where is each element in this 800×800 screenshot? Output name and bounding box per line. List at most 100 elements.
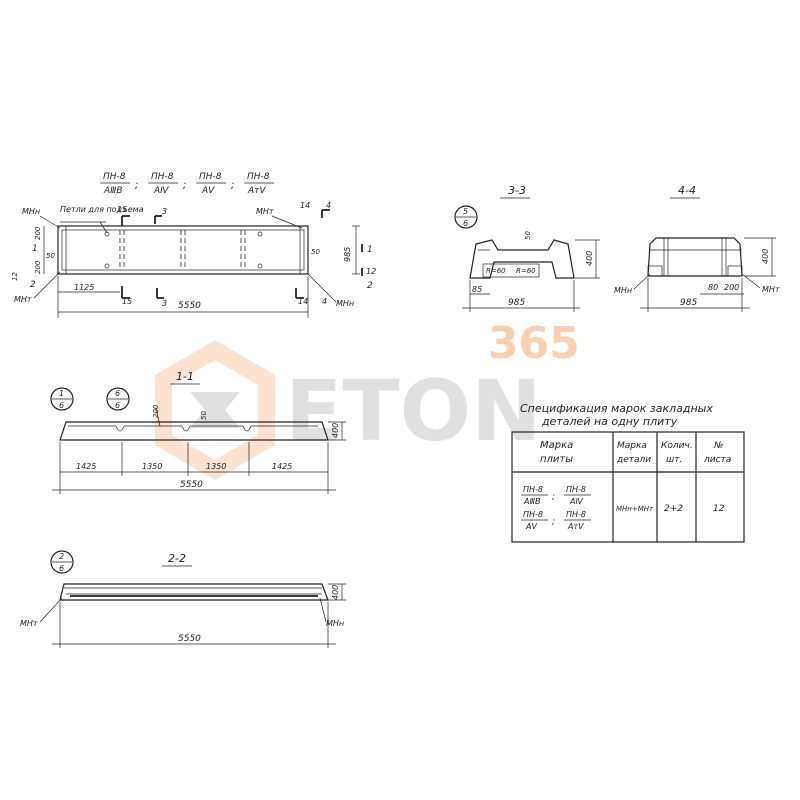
spec-header-mark-plate-2: плиты xyxy=(540,454,573,465)
header-mark-2-bottom: АⅣ xyxy=(153,186,169,196)
section-1-1-dim-200: 200 xyxy=(152,404,160,418)
section-1-1-dim-1350-a: 1350 xyxy=(142,462,162,471)
section-2-2-ref-circle xyxy=(50,550,74,574)
header-mark-2-top: ПН-8 xyxy=(151,172,174,182)
plan-section-1-left: 1 xyxy=(32,244,38,254)
plan-section-2-right: 2 xyxy=(367,281,373,291)
header-mark-3-bottom: АⅤ xyxy=(201,186,215,196)
plan-section-4-top: 4 xyxy=(326,201,331,210)
section-3-3-title: 3-3 xyxy=(508,184,526,197)
spec-row-mark-1-bottom: АⅢВ xyxy=(523,497,540,506)
spec-row-qty: 2+2 xyxy=(664,504,683,514)
section-1-1-dim-1425-right: 1425 xyxy=(272,462,292,471)
plan-callout-loops: Петли для подъема xyxy=(60,205,144,214)
section-4-4-label-mn-n: МНн xyxy=(614,286,632,295)
plan-dim-200-left: 200 xyxy=(34,226,42,240)
plan-dim-985: 985 xyxy=(343,247,352,262)
spec-row-mark-3-bottom: АⅤ xyxy=(525,522,537,531)
plan-dim-15-top: 15 xyxy=(117,205,127,214)
spec-header-sheet-1: № xyxy=(713,441,723,451)
spec-row-sheet: 12 xyxy=(713,504,725,514)
section-1-1-ref1-top: 1 xyxy=(59,389,64,398)
section-2-2-label-mn-t: МНт xyxy=(20,619,38,628)
section-1-1-ref2-top: 6 xyxy=(115,389,120,398)
spec-row-mark-1-top: ПН-8 xyxy=(523,485,543,494)
section-3-3-r-right: R=60 xyxy=(516,267,536,275)
section-1-1-dim-1350-b: 1350 xyxy=(206,462,226,471)
plan-section-2-left: 2 xyxy=(30,280,36,290)
plan-dim-14-bottom: 14 xyxy=(298,297,308,306)
spec-table: Спецификация марок закладных деталей на … xyxy=(511,402,745,543)
section-1-1-dim-5550: 5550 xyxy=(180,480,203,490)
section-2-2-dim-5550: 5550 xyxy=(178,634,201,644)
plan-dim-1125: 1125 xyxy=(74,283,94,292)
section-1-1-dim-1425-left: 1425 xyxy=(76,462,96,471)
spec-row-sep-2: ; xyxy=(552,517,555,527)
plan-label-mn-n-left: МНн xyxy=(22,207,40,216)
section-2-2-label-mn-n: МНн xyxy=(326,619,344,628)
header-mark-3-top: ПН-8 xyxy=(199,172,222,182)
section-3-3-ref-circle xyxy=(454,205,478,229)
section-3-3-dim-985: 985 xyxy=(508,298,525,308)
section-4-4-dim-80: 80 xyxy=(708,283,718,292)
section-3-3-r-left: R=60 xyxy=(486,267,506,275)
plan-dim-50-right: 50 xyxy=(311,248,320,256)
watermark-logo-hexagon xyxy=(155,340,275,480)
plan-dim-50-left: 50 xyxy=(46,252,55,260)
section-1-1-dim-50: 50 xyxy=(200,411,208,420)
header-separator-3: ; xyxy=(231,180,234,191)
plan-section-4-bottom: 4 xyxy=(322,297,327,306)
spec-row-mark-4-bottom: АтⅤ xyxy=(567,522,584,531)
section-1-1: 1-1 1 6 6 6 200 50 400 1425 1350 1350 14… xyxy=(50,370,346,494)
section-3-3-dim-400: 400 xyxy=(585,251,594,266)
plan-dim-14-top: 14 xyxy=(300,201,310,210)
spec-row-sep-1: ; xyxy=(552,492,555,502)
header-mark-1-top: ПН-8 xyxy=(103,172,126,182)
spec-title-line2: деталей на одну плиту xyxy=(541,415,678,428)
section-1-1-title: 1-1 xyxy=(176,370,194,383)
spec-row-mark-4-top: ПН-8 xyxy=(566,510,586,519)
section-3-3-ref-top: 5 xyxy=(463,207,468,216)
spec-header-sheet-2: листа xyxy=(703,455,731,465)
spec-header-qty-1: Колич. xyxy=(661,441,693,451)
section-4-4-dim-400: 400 xyxy=(761,249,770,264)
plan-label-mn-n-right: МНн xyxy=(336,299,354,308)
section-1-1-ref2-circle xyxy=(106,387,130,411)
spec-row-part: МНн+МНт xyxy=(616,505,654,513)
header-mark-1-bottom: АⅢВ xyxy=(103,186,123,196)
spec-header-mark-part-1: Марка xyxy=(617,441,647,451)
plan-label-mn-t-left: МНт xyxy=(14,295,32,304)
plan-dim-15-bottom: 15 xyxy=(122,297,132,306)
header-separator-1: ; xyxy=(135,180,138,191)
spec-title-line1: Спецификация марок закладных xyxy=(520,402,713,415)
spec-header-mark-part-2: детали xyxy=(616,455,651,465)
plan-dim-12-left: 12 xyxy=(11,272,19,281)
section-3-3-ref-bottom: 6 xyxy=(463,219,468,228)
header-mark-4-top: ПН-8 xyxy=(247,172,270,182)
section-3-3-dim-85: 85 xyxy=(472,285,482,294)
spec-row-mark-2-top: ПН-8 xyxy=(566,485,586,494)
plan-dim-12-right: 12 xyxy=(366,267,376,276)
watermark-word: ETON xyxy=(285,362,541,460)
section-2-2-dim-400: 400 xyxy=(331,585,340,600)
section-4-4-dim-985: 985 xyxy=(680,298,697,308)
header-mark-4-bottom: АтⅤ xyxy=(247,186,266,196)
section-4-4-dim-200: 200 xyxy=(724,283,739,292)
section-4-4-label-mn-t: МНт xyxy=(762,285,780,294)
plan-view: Петли для подъема МНн МНт 200 50 1 2 12 … xyxy=(11,201,376,318)
spec-row-mark-3-top: ПН-8 xyxy=(523,510,543,519)
header-separator-2: ; xyxy=(183,180,186,191)
section-1-1-ref2-bottom: 6 xyxy=(115,401,120,410)
spec-header-mark-plate-1: Марка xyxy=(540,440,573,451)
section-3-3-dim-50: 50 xyxy=(524,231,532,240)
plan-section-3-bottom: 3 xyxy=(162,299,167,308)
section-4-4-title: 4-4 xyxy=(678,184,696,197)
section-1-1-dim-400: 400 xyxy=(331,423,340,438)
plan-label-mn-t-right: МНт xyxy=(256,207,274,216)
plan-dim-200-left-2: 200 xyxy=(34,260,42,274)
plan-section-1-right: 1 xyxy=(367,245,373,255)
section-2-2: 2-2 2 6 400 МНт МНн 5550 xyxy=(20,550,346,648)
section-2-2-ref-bottom: 6 xyxy=(59,564,64,573)
spec-row-mark-2-bottom: АⅣ xyxy=(569,497,583,506)
section-1-1-ref1-bottom: 6 xyxy=(59,401,64,410)
